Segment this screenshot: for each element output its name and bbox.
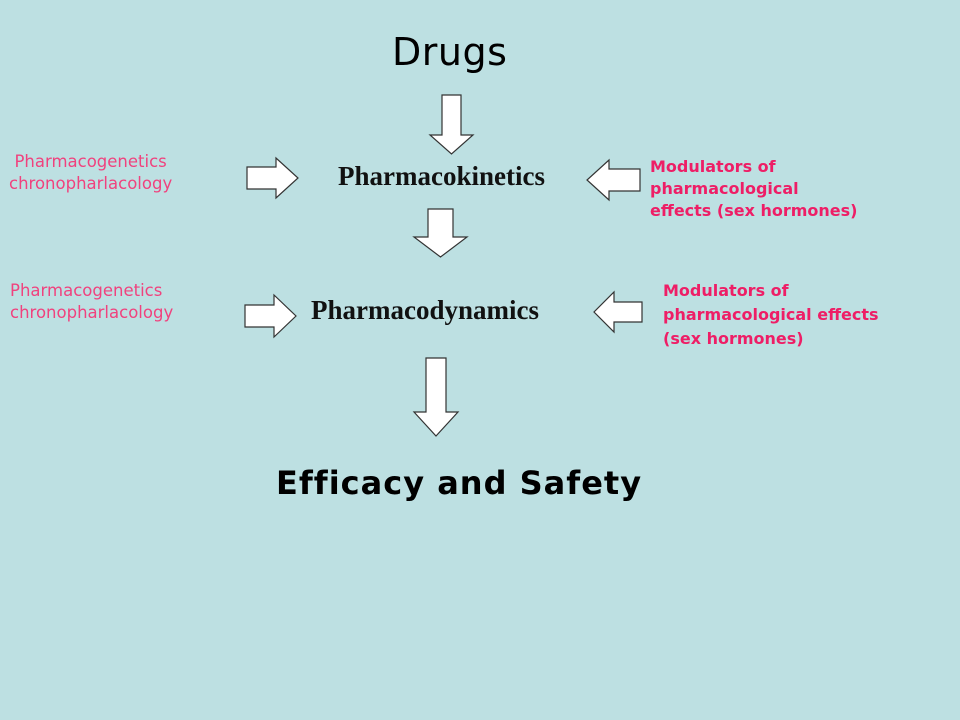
down-arrow-pk-to-pd [412,208,469,258]
left-arrow-right-input-pd [593,290,643,334]
right-arrow-left-input-pk [246,156,299,200]
left-input-pk-line1: Pharmacogenetics [14,152,167,171]
right-arrow-left-input-pd [244,293,297,339]
down-arrow-drugs-to-pk [428,94,475,155]
down-arrow-pd-to-outcome [412,357,460,437]
left-arrow-right-input-pk [586,158,641,202]
right-input-pk-line3: effects (sex hormones) [650,201,858,220]
right-input-pk-line1: Modulators of [650,157,776,176]
stage-pharmacokinetics: Pharmacokinetics [338,161,545,191]
right-input-pd-line3: (sex hormones) [663,329,804,348]
right-input-pharmacokinetics: Modulators of pharmacological effects (s… [650,156,857,222]
right-input-pharmacodynamics: Modulators of pharmacological effects (s… [663,279,879,351]
left-input-pharmacodynamics: Pharmacogenetics chronopharlacology [10,280,173,323]
right-input-pd-line2: pharmacological effects [663,305,879,324]
right-input-pk-line2: pharmacological [650,179,799,198]
outcome-label: Efficacy and Safety [276,464,643,502]
left-input-pd-line1: Pharmacogenetics [10,281,163,300]
left-input-pd-line2: chronopharlacology [10,302,174,322]
left-input-pharmacokinetics: Pharmacogenetics chronopharlacology [9,151,172,194]
left-input-pk-line2: chronopharlacology [9,173,173,193]
right-input-pd-line1: Modulators of [663,281,789,300]
diagram-title: Drugs [392,30,508,74]
stage-pharmacodynamics: Pharmacodynamics [311,295,539,325]
